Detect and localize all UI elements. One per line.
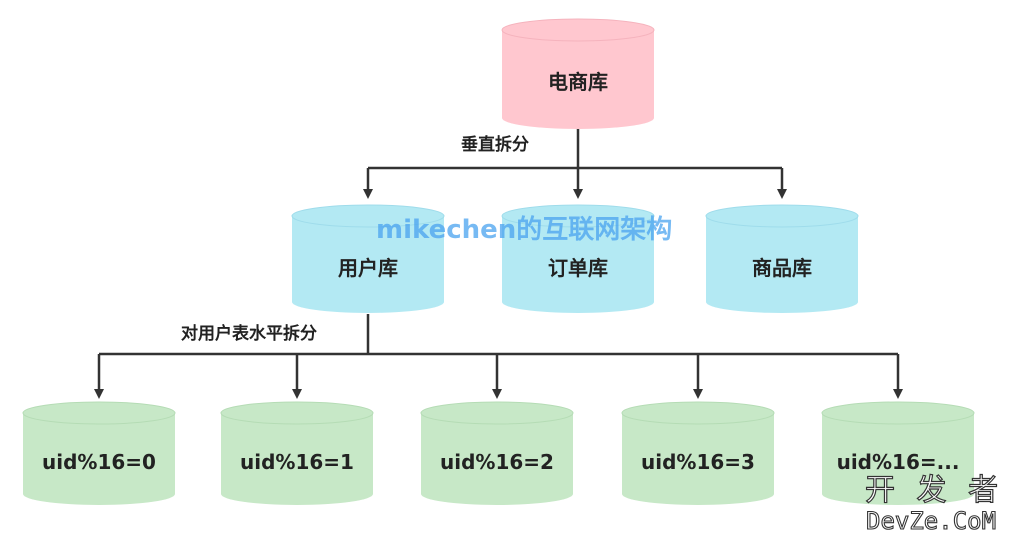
order-db-label: 订单库 [548, 256, 608, 280]
shard-cylinder-top-3 [621, 401, 775, 425]
site-logo: 开 发 者 DevZe.CoM [864, 472, 1004, 535]
root-db-node: 电商库 [501, 18, 655, 129]
watermark-text: mikechen的互联网架构 [376, 214, 672, 245]
shard-node-2: uid%16=2 [420, 401, 574, 505]
shard-label-3: uid%16=3 [641, 450, 755, 474]
product-db-node: 商品库 [705, 204, 859, 313]
shard-cylinder-0 [23, 402, 175, 505]
shard-label-n: uid%16=... [837, 450, 960, 474]
site-logo-line1: 开 发 者 [865, 473, 1004, 508]
shard-cylinder-top-2 [420, 401, 574, 425]
shard-label-2: uid%16=2 [440, 450, 554, 474]
shard-cylinder-3 [622, 402, 774, 505]
vertical-split-label: 垂直拆分 [461, 134, 529, 155]
shard-node-1: uid%16=1 [220, 401, 374, 505]
root-db-label: 电商库 [548, 70, 608, 94]
connectors [94, 128, 903, 399]
product-db-cylinder [706, 205, 858, 313]
user-db-cylinder [292, 205, 444, 313]
user-db-label: 用户库 [338, 256, 398, 280]
shard-node-3: uid%16=3 [621, 401, 775, 505]
order-db-cylinder [502, 205, 654, 313]
site-logo-line2: DevZe.CoM [866, 507, 996, 535]
root-db-cylinder-top [501, 18, 655, 42]
product-db-label: 商品库 [752, 256, 812, 280]
shard-node-0: uid%16=0 [22, 401, 176, 505]
order-db-node: 订单库 [501, 204, 655, 313]
shard-cylinder-top-0 [22, 401, 176, 425]
order-db-cylinder-top [501, 204, 655, 228]
shard-cylinder-top-1 [220, 401, 374, 425]
shard-label-1: uid%16=1 [240, 450, 354, 474]
product-db-cylinder-top [705, 204, 859, 228]
user-db-node: 用户库 [291, 204, 445, 313]
shard-label-0: uid%16=0 [42, 450, 156, 474]
user-db-cylinder-top [291, 204, 445, 228]
shard-node-n: uid%16=... [821, 401, 975, 505]
horizontal-split-label: 对用户表水平拆分 [181, 323, 317, 344]
shard-cylinder-2 [421, 402, 573, 505]
shard-cylinder-n [822, 402, 974, 505]
root-db-cylinder [502, 19, 654, 129]
shard-cylinder-1 [221, 402, 373, 505]
shard-cylinder-top-n [821, 401, 975, 425]
